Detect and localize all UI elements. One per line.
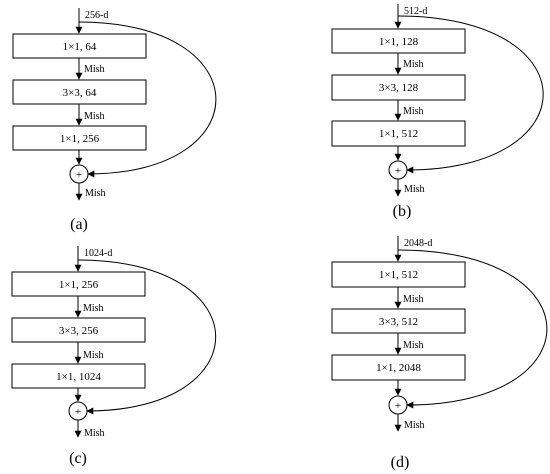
sum-node: +: [388, 395, 408, 415]
layer-label: 1×1, 512: [379, 128, 418, 140]
layer-box-1: 1×1, 512: [331, 261, 466, 288]
layer-label: 1×1, 256: [59, 279, 99, 291]
layer-box-3: 1×1, 2048: [331, 354, 466, 381]
skip-connection-arrow: [397, 249, 548, 409]
layer-box-1: 1×1, 256: [11, 271, 146, 297]
activation-label: Mish: [83, 350, 104, 361]
input-dim-label: 2048-d: [404, 238, 432, 249]
panel-caption: (b): [393, 203, 412, 220]
skip-connection-arrow: [397, 15, 544, 174]
panel-d: 2048-d 1×1, 512 Mish 3×3, 512 Mish 1×1, …: [331, 236, 548, 471]
input-dim-label: 512-d: [404, 6, 427, 17]
layer-box-1: 1×1, 64: [12, 33, 147, 59]
output-activation-label: Mish: [404, 420, 425, 431]
panel-caption: (c): [69, 450, 87, 467]
layer-box-3: 1×1, 256: [12, 125, 147, 151]
layer-label: 1×1, 512: [379, 269, 418, 281]
output-activation-label: Mish: [85, 188, 106, 199]
activation-label: Mish: [83, 303, 104, 314]
activation-label: Mish: [84, 111, 105, 122]
activation-label: Mish: [403, 294, 424, 305]
activation-label: Mish: [403, 59, 424, 70]
output-activation-label: Mish: [404, 184, 425, 195]
layer-label: 3×3, 512: [379, 316, 418, 328]
layer-label: 1×1, 64: [63, 41, 97, 53]
layer-label: 3×3, 64: [63, 87, 97, 99]
activation-label: Mish: [403, 340, 424, 351]
layer-box-3: 1×1, 512: [331, 120, 466, 147]
sum-symbol: +: [395, 400, 401, 412]
panel-caption: (a): [70, 216, 88, 233]
activation-label: Mish: [403, 106, 424, 117]
sum-node: +: [68, 401, 88, 421]
layer-label: 3×3, 256: [59, 325, 99, 337]
panel-a: 256-d 1×1, 64 Mish 3×3, 64 Mish 1×1, 256…: [12, 8, 217, 233]
layer-label: 3×3, 128: [379, 82, 419, 94]
panel-caption: (d): [391, 454, 410, 471]
layer-label: 1×1, 256: [60, 133, 100, 145]
layer-box-1: 1×1, 128: [331, 28, 466, 54]
input-dim-label: 256-d: [85, 10, 108, 21]
output-activation-label: Mish: [84, 428, 105, 439]
sum-symbol: +: [75, 406, 81, 418]
panel-c: 1024-d 1×1, 256 Mish 3×3, 256 Mish 1×1, …: [11, 246, 217, 467]
skip-connection-arrow: [78, 21, 217, 178]
layer-box-2: 3×3, 128: [331, 74, 466, 101]
sum-node: +: [388, 160, 408, 180]
skip-connection-arrow: [77, 259, 217, 415]
sum-symbol: +: [76, 169, 82, 181]
layer-label: 1×1, 2048: [376, 362, 421, 374]
layer-box-2: 3×3, 512: [331, 308, 466, 334]
activation-label: Mish: [84, 64, 105, 75]
input-dim-label: 1024-d: [84, 248, 112, 259]
layer-box-3: 1×1, 1024: [11, 363, 146, 389]
layer-label: 1×1, 1024: [56, 371, 101, 383]
layer-box-2: 3×3, 64: [12, 79, 147, 105]
sum-symbol: +: [395, 165, 401, 177]
layer-label: 1×1, 128: [379, 36, 419, 48]
layer-box-2: 3×3, 256: [11, 317, 146, 343]
panel-b: 512-d 1×1, 128 Mish 3×3, 128 Mish 1×1, 5…: [331, 4, 544, 220]
sum-node: +: [69, 164, 89, 184]
